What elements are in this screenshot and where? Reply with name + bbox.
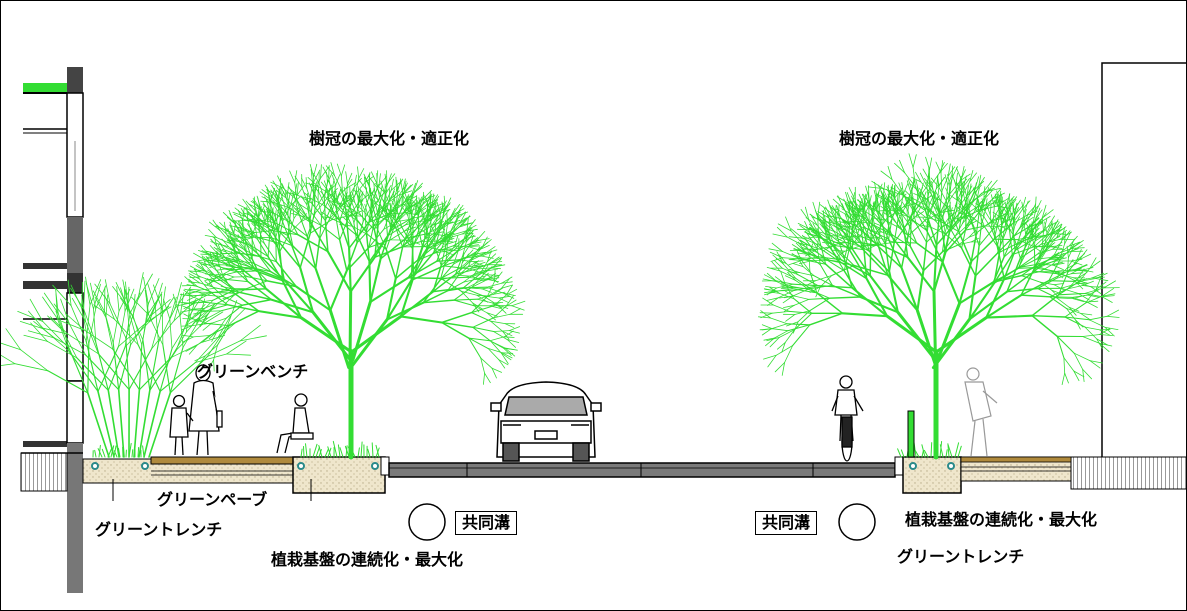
label-green-trench-left: グリーントレンチ (95, 520, 223, 539)
street-tree-left (177, 162, 526, 460)
label-planting-base-right: 植栽基盤の連続化・最大化 (905, 510, 1098, 529)
green-post (907, 410, 915, 458)
label-utility-tunnel-left: 共同溝 (455, 511, 518, 535)
ground-surfaces (82, 456, 1072, 501)
label-green-pave: グリーンペーブ (157, 490, 268, 509)
green-pave-surface (150, 456, 294, 465)
ground-plants-left (300, 440, 380, 458)
roof-greenery (23, 83, 71, 93)
shrub-tree-left (1, 272, 267, 458)
label-utility-tunnel-right: 共同溝 (755, 511, 818, 535)
utility-tunnel-circle-left (408, 503, 446, 541)
cyclist (831, 375, 864, 462)
right-building (1070, 62, 1186, 490)
label-green-bench: グリーンベンチ (197, 362, 309, 381)
ground-plants-shrub (92, 442, 145, 458)
pedestrian-adult (188, 364, 223, 456)
pedestrian-child (169, 394, 194, 456)
street-tree-right (758, 153, 1120, 460)
label-crown-right: 樹冠の最大化・適正化 (839, 129, 1000, 148)
label-planting-base-left: 植栽基盤の連続化・最大化 (271, 550, 464, 569)
left-building (20, 67, 84, 593)
car-front-view (490, 381, 602, 462)
label-green-trench-right: グリーントレンチ (897, 547, 1025, 566)
ground-plants-right (897, 441, 962, 458)
label-crown-left: 樹冠の最大化・適正化 (309, 129, 470, 148)
ghost-pedestrian (964, 367, 998, 457)
carriageway (388, 462, 896, 478)
planter-basin-left (292, 456, 386, 494)
utility-tunnel-circle-right (838, 503, 876, 541)
seated-person-on-bench (276, 393, 314, 454)
